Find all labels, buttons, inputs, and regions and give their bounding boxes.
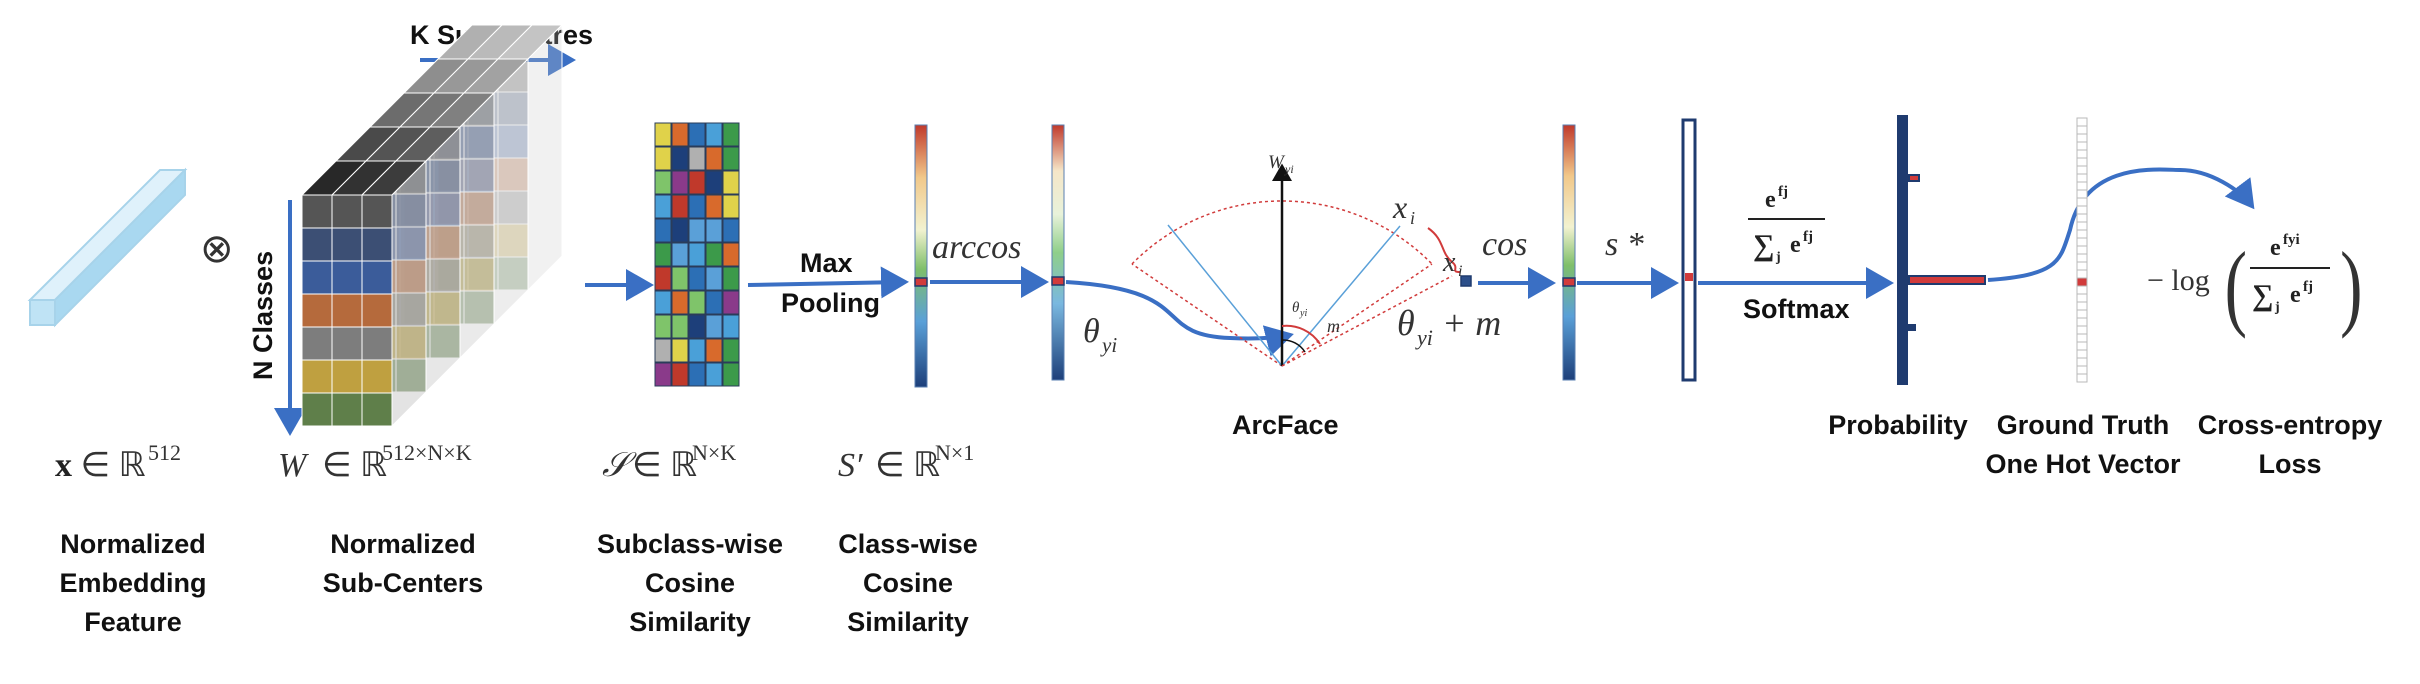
arrow-to-loss xyxy=(1987,167,2255,282)
probability-vector xyxy=(1897,115,1986,385)
svg-text:Cosine: Cosine xyxy=(863,568,953,598)
embedding-feature-bar xyxy=(27,167,188,328)
svg-text:∈ ℝ: ∈ ℝ xyxy=(322,447,387,484)
cos-label: cos xyxy=(1482,226,1527,263)
softmax-label: Softmax xyxy=(1743,294,1850,324)
svg-text:Normalized: Normalized xyxy=(330,529,476,559)
loss-formula: − log ( e fyi ∑ j e fj ) xyxy=(2147,232,2362,339)
math-label-w: W ∈ ℝ 512×N×K xyxy=(278,440,472,484)
svg-text:): ) xyxy=(2340,232,2362,339)
svg-text:e: e xyxy=(1790,232,1801,258)
svg-text:(: ( xyxy=(2225,232,2247,339)
caption-classwise: Class-wise Cosine Similarity xyxy=(838,529,978,637)
svg-text:e: e xyxy=(2290,282,2301,308)
svg-text:∑: ∑ xyxy=(1753,229,1774,262)
theta-margin-label: θ yi + m xyxy=(1397,303,1501,350)
svg-text:Subclass-wise: Subclass-wise xyxy=(597,529,783,559)
softmax-formula: e fj ∑ j e fj xyxy=(1748,184,1825,265)
arrow-max-pooling xyxy=(747,266,909,299)
caption-loss: Cross-entropy Loss xyxy=(2198,410,2383,479)
svg-text:W: W xyxy=(278,447,309,484)
svg-text:e: e xyxy=(2270,235,2281,261)
pooling-label: Pooling xyxy=(781,288,880,318)
arcface-geometry xyxy=(1131,163,1472,367)
svg-text:Class-wise: Class-wise xyxy=(838,529,978,559)
svg-text:Embedding: Embedding xyxy=(60,568,207,598)
x-i-label: x i xyxy=(1392,189,1415,228)
caption-subclass: Subclass-wise Cosine Similarity xyxy=(597,529,783,637)
arrow-to-arcface xyxy=(1065,280,1294,357)
ground-truth-one-hot-vector xyxy=(2076,117,2088,383)
svg-text:θ: θ xyxy=(1083,313,1100,350)
w-yi-label: W yi xyxy=(1268,152,1294,176)
svg-text:j: j xyxy=(2274,300,2280,315)
svg-text:e: e xyxy=(1765,187,1776,213)
svg-text:fj: fj xyxy=(2303,279,2313,295)
classwise-vector xyxy=(914,124,928,388)
n-classes-axis: N Classes xyxy=(248,200,306,436)
subclass-similarity-matrix xyxy=(654,122,740,387)
svg-text:θ: θ xyxy=(1292,300,1300,316)
svg-text:x: x xyxy=(1392,189,1407,225)
svg-text:512×N×K: 512×N×K xyxy=(382,440,472,465)
arcface-label: ArcFace xyxy=(1232,410,1339,440)
svg-text:yi: yi xyxy=(1100,333,1117,357)
svg-text:Ground Truth: Ground Truth xyxy=(1997,410,2169,440)
svg-text:W: W xyxy=(1268,152,1286,173)
logits-vector xyxy=(1681,118,1697,382)
svg-text:N×K: N×K xyxy=(692,440,736,465)
caption-embedding: Normalized Embedding Feature xyxy=(60,529,207,637)
s-star-label: s * xyxy=(1605,226,1644,263)
svg-text:512: 512 xyxy=(148,440,181,465)
svg-text:Sub-Centers: Sub-Centers xyxy=(323,568,484,598)
svg-text:yi: yi xyxy=(1415,325,1433,350)
svg-text:i: i xyxy=(1410,208,1415,228)
svg-text:x: x xyxy=(1442,247,1456,278)
svg-text:fyi: fyi xyxy=(2283,232,2300,248)
svg-text:x ∈ ℝ: x ∈ ℝ xyxy=(55,447,146,484)
svg-text:∑: ∑ xyxy=(2252,279,2273,312)
x-i-label-2: x i xyxy=(1442,247,1462,280)
svg-text:∈ ℝ: ∈ ℝ xyxy=(632,447,697,484)
svg-text:fj: fj xyxy=(1803,229,1813,245)
svg-text:Loss: Loss xyxy=(2258,449,2321,479)
max-label: Max xyxy=(800,248,853,278)
svg-text:Similarity: Similarity xyxy=(629,607,751,637)
svg-text:∈ ℝ: ∈ ℝ xyxy=(875,447,940,484)
caption-subcenters: Normalized Sub-Centers xyxy=(323,529,484,598)
svg-text:Cosine: Cosine xyxy=(645,568,735,598)
caption-ground-truth: Ground Truth One Hot Vector xyxy=(1985,410,2181,479)
svg-text:Similarity: Similarity xyxy=(847,607,969,637)
math-label-sprime: S′ ∈ ℝ N×1 xyxy=(838,440,974,484)
subcenters-cube xyxy=(300,23,564,428)
theta-yi-label: θ yi xyxy=(1083,313,1117,357)
theta-vector xyxy=(1051,124,1065,381)
svg-text:fj: fj xyxy=(1778,184,1788,200)
svg-text:One Hot Vector: One Hot Vector xyxy=(1985,449,2181,479)
svg-text:yi: yi xyxy=(1284,162,1294,176)
n-classes-label: N Classes xyxy=(248,251,278,380)
svg-text:Normalized: Normalized xyxy=(60,529,206,559)
tensor-product-symbol: ⊗ xyxy=(200,226,234,271)
caption-probability: Probability xyxy=(1828,410,1968,440)
math-label-x: x ∈ ℝ 512 xyxy=(55,440,181,484)
svg-text:θ: θ xyxy=(1397,303,1415,343)
svg-text:+ m: + m xyxy=(1442,303,1501,343)
svg-text:Cross-entropy: Cross-entropy xyxy=(2198,410,2383,440)
cos-vector xyxy=(1562,124,1576,381)
svg-text:yi: yi xyxy=(1299,308,1307,319)
m-label: m xyxy=(1327,316,1340,336)
svg-text:Feature: Feature xyxy=(84,607,182,637)
small-theta-label: θ yi xyxy=(1292,300,1307,319)
loss-prefix: − log xyxy=(2147,264,2210,297)
math-label-s: 𝒮 ∈ ℝ N×K xyxy=(602,440,736,484)
svg-text:j: j xyxy=(1775,250,1781,265)
svg-text:i: i xyxy=(1458,263,1462,280)
svg-text:N×1: N×1 xyxy=(935,440,974,465)
arccos-label: arccos xyxy=(932,229,1021,266)
svg-text:S′: S′ xyxy=(838,447,863,484)
